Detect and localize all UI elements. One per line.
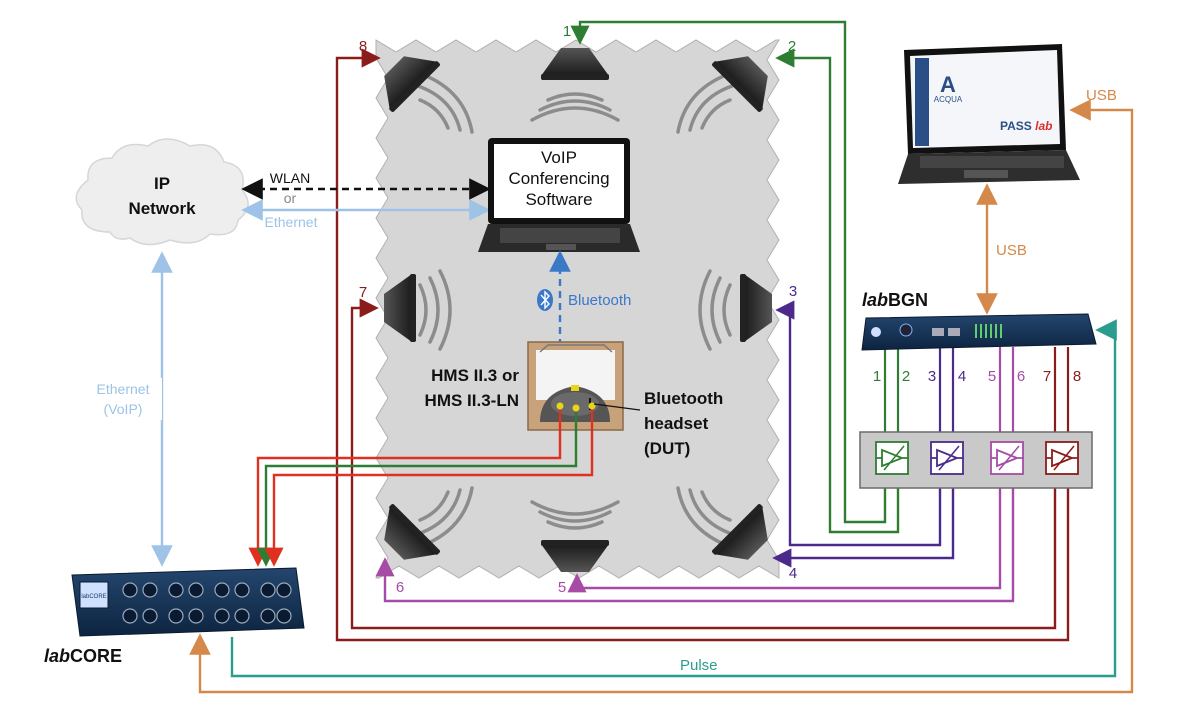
usb-mid-label: USB (996, 242, 1027, 259)
ip-network-cloud: IP Network (75, 138, 249, 246)
channel-label-8: 8 (359, 38, 367, 55)
xlr-connector (234, 582, 250, 598)
xlr-connector (260, 608, 276, 624)
xlr-connector (142, 608, 158, 624)
svg-text:PASS lab: PASS lab (1000, 119, 1052, 133)
channel-label-3: 3 (789, 283, 797, 300)
or-label: or (284, 190, 297, 206)
xlr-connector (214, 608, 230, 624)
labbgn-device (861, 313, 1097, 351)
usb-top-label: USB (1086, 87, 1117, 104)
xlr-connector (214, 582, 230, 598)
labcore-label: labCORE (44, 646, 122, 666)
xlr-connector (276, 582, 292, 598)
channel-label-5: 5 (558, 579, 566, 596)
amp-label-8: 8 (1073, 368, 1081, 385)
labcore-bold: CORE (70, 646, 122, 666)
xlr-connector (168, 608, 184, 624)
ip-network-line2: Network (128, 199, 196, 218)
amp-label-5: 5 (988, 368, 996, 385)
pulse-link: Pulse (230, 319, 1117, 678)
amp-label-2: 2 (902, 368, 910, 385)
pulse-label: Pulse (680, 657, 718, 674)
xlr-connector (260, 582, 276, 598)
dut-line2: headset (644, 414, 709, 433)
svg-text:labCORE: labCORE (44, 646, 122, 666)
svg-text:labBGN: labBGN (862, 290, 928, 310)
channel-label-1: 1 (563, 23, 571, 40)
voip-laptop: VoIP Conferencing Software (478, 138, 640, 252)
labcore-screen-label: labCORE (81, 594, 106, 600)
bluetooth-label: Bluetooth (568, 292, 631, 309)
dut-line1: Bluetooth (644, 389, 723, 408)
pc-logo-pass: PASS (1000, 119, 1032, 133)
xlr-connector (234, 608, 250, 624)
measurement-pc: ACQUA A PASS lab (898, 44, 1080, 184)
ethernet-voip-line2: (VoIP) (104, 401, 143, 417)
labcore-device: labCORE (71, 567, 305, 637)
labbgn-label: labBGN (862, 290, 928, 310)
xlr-connector (142, 582, 158, 598)
channel-label-6: 6 (396, 579, 404, 596)
xlr-connector (188, 582, 204, 598)
xlr-connector (168, 582, 184, 598)
amp-label-1: 1 (873, 368, 881, 385)
labbgn-italic: lab (862, 290, 888, 310)
dut-line3: (DUT) (644, 439, 690, 458)
ethernet-voip-link: Ethernet (VoIP) (86, 251, 173, 567)
acqua-icon: A (940, 72, 956, 97)
amp-label-6: 6 (1017, 368, 1025, 385)
channel-label-4: 4 (789, 565, 797, 582)
amplifier-green (875, 441, 909, 475)
xlr-connector (122, 608, 138, 624)
xlr-connector (188, 608, 204, 624)
ip-network-line1: IP (154, 174, 170, 193)
amp-label-3: 3 (928, 368, 936, 385)
usb-links: USB USB (189, 87, 1134, 694)
bluetooth-icon (537, 289, 553, 311)
labcore-italic: lab (44, 646, 70, 666)
laptop-line2: Conferencing (508, 169, 609, 188)
pc-logo-lab: lab (1035, 119, 1052, 133)
xlr-connector (276, 608, 292, 624)
channel-label-2: 2 (788, 38, 796, 55)
amplifier-strip (859, 431, 1093, 489)
amp-label-7: 7 (1043, 368, 1051, 385)
laptop-line1: VoIP (541, 148, 577, 167)
hms-line1: HMS II.3 or (431, 366, 519, 385)
channel-label-7: 7 (359, 284, 367, 301)
amplifier-magenta (990, 441, 1024, 475)
amp-label-4: 4 (958, 368, 966, 385)
ethernet-label: Ethernet (265, 214, 318, 230)
laptop-line3: Software (525, 190, 592, 209)
amplifier-red (1045, 441, 1079, 475)
labbgn-bold: BGN (888, 290, 928, 310)
ethernet-voip-line1: Ethernet (97, 381, 150, 397)
xlr-connector (122, 582, 138, 598)
amplifier-purple (930, 441, 964, 475)
labbgn-output-wires (883, 347, 1070, 445)
hms-line2: HMS II.3-LN (425, 391, 519, 410)
wlan-label: WLAN (270, 170, 310, 186)
amp-input-labels: 1 2 3 4 5 6 7 8 (873, 368, 1081, 385)
loudspeaker-1 (541, 48, 609, 80)
